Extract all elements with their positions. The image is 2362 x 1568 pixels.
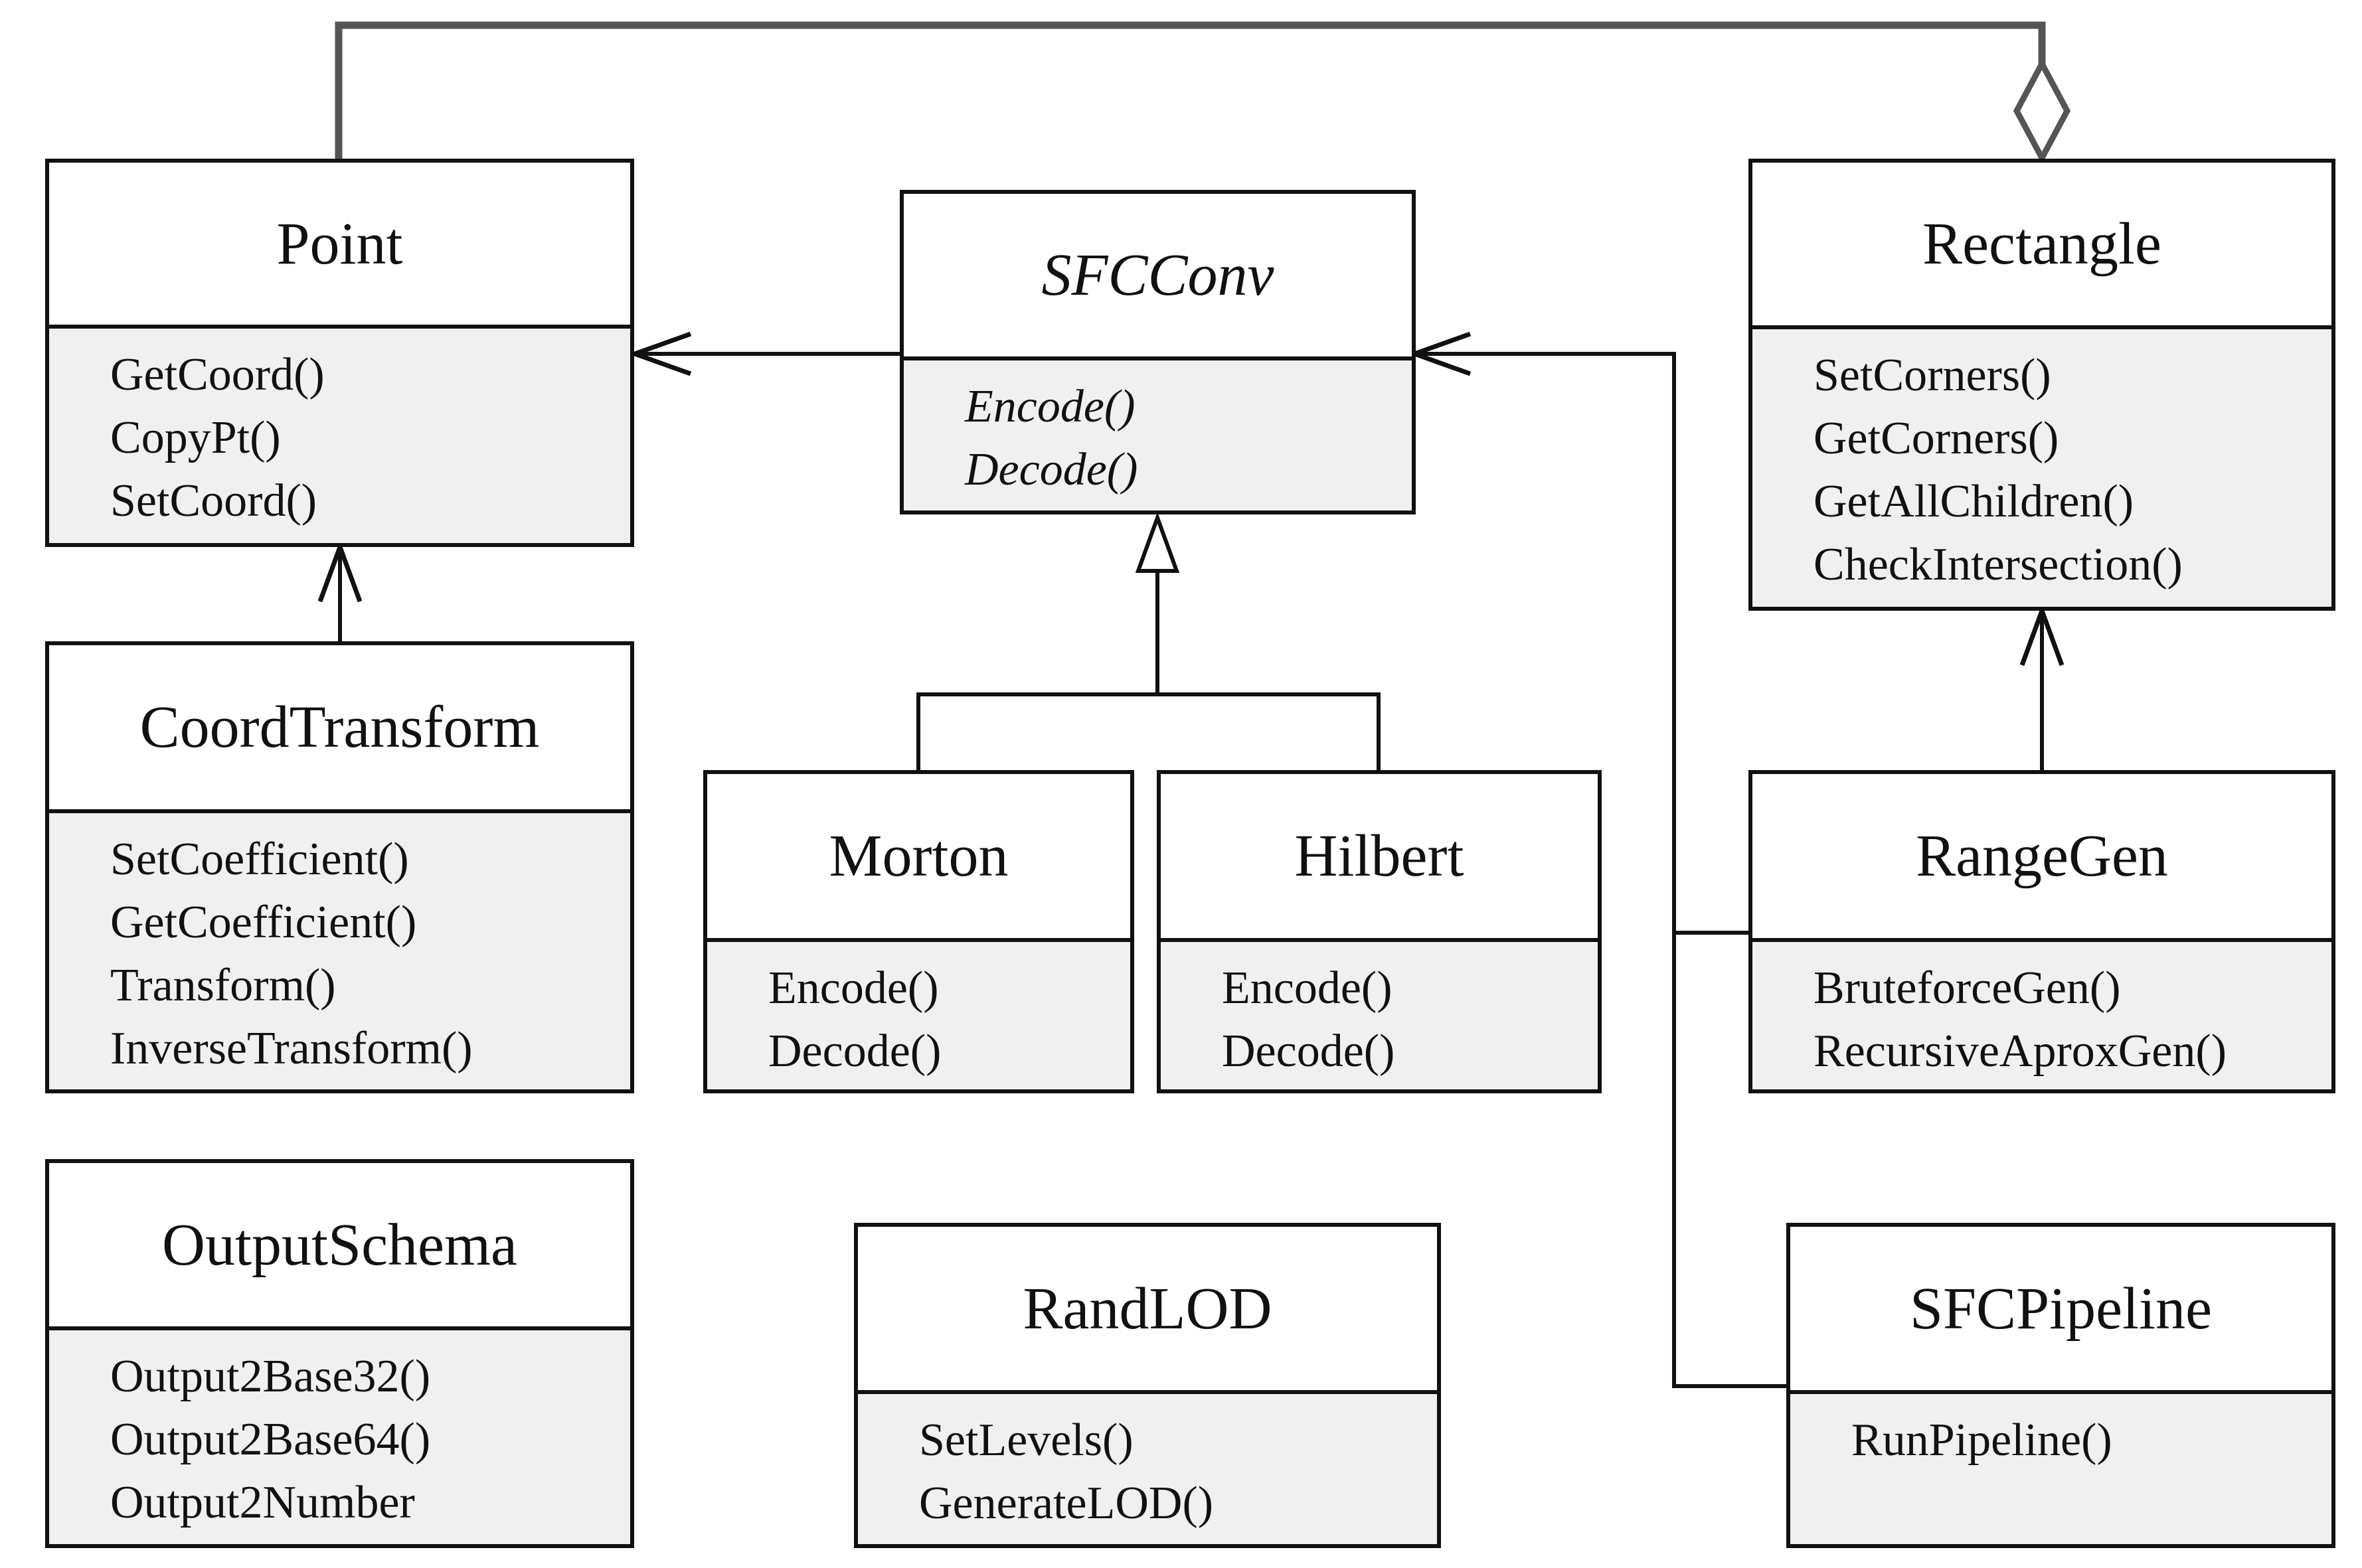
operations-outputschema: Output2Base32() Output2Base64() Output2N… (49, 1330, 630, 1544)
operation: CopyPt() (110, 412, 281, 463)
class-name-rectangle: Rectangle (1752, 163, 2331, 329)
arrowhead-point-from-sfcconv (628, 331, 692, 376)
operation: Decode() (1222, 1026, 1395, 1077)
operation: Output2Number (110, 1477, 415, 1528)
class-name-hilbert: Hilbert (1161, 774, 1598, 942)
class-name-point: Point (49, 163, 630, 329)
operation: GetCorners() (1814, 413, 2059, 464)
dependency-branch-sfcpipeline (1672, 933, 1788, 1388)
operation: SetLevels() (919, 1415, 1134, 1466)
operation: GetCoefficient() (110, 897, 417, 948)
class-rangegen: RangeGen BruteforceGen() RecursiveAproxG… (1748, 770, 2335, 1093)
operation: SetCoefficient() (110, 834, 409, 885)
operation: SetCoord() (110, 475, 317, 526)
class-coordtransform: CoordTransform SetCoefficient() GetCoeff… (45, 641, 634, 1093)
class-name-coordtransform: CoordTransform (49, 645, 630, 813)
arrowhead-point-from-coordtransform (317, 540, 363, 603)
operation: GetAllChildren() (1814, 476, 2134, 527)
operations-sfcconv: Encode() Decode() (904, 360, 1412, 510)
class-rectangle: Rectangle SetCorners() GetCorners() GetA… (1748, 159, 2335, 611)
class-name-randlod: RandLOD (858, 1227, 1437, 1394)
operation: RunPipeline() (1851, 1415, 2112, 1466)
operation: Output2Base64() (110, 1414, 431, 1465)
class-morton: Morton Encode() Decode() (703, 770, 1134, 1093)
class-hilbert: Hilbert Encode() Decode() (1157, 770, 1602, 1093)
operations-point: GetCoord() CopyPt() SetCoord() (49, 329, 630, 543)
operations-rangegen: BruteforceGen() RecursiveAproxGen() (1752, 942, 2331, 1089)
aggregation-diamond-rectangle (2013, 57, 2071, 165)
operations-sfcpipeline: RunPipeline() (1790, 1394, 2331, 1544)
operation: Encode() (965, 381, 1136, 432)
class-randlod: RandLOD SetLevels() GenerateLOD() (854, 1223, 1441, 1548)
generalization-triangle-sfcconv (1135, 512, 1180, 573)
operation: RecursiveAproxGen() (1814, 1026, 2227, 1077)
arrowhead-rectangle-from-rangegen (2019, 603, 2065, 666)
class-point: Point GetCoord() CopyPt() SetCoord() (45, 159, 634, 547)
operations-hilbert: Encode() Decode() (1161, 942, 1598, 1089)
class-sfcconv: SFCConv Encode() Decode() (900, 190, 1416, 514)
generalization-line-morton (916, 692, 1157, 770)
operation: CheckIntersection() (1814, 539, 2183, 590)
class-outputschema: OutputSchema Output2Base32() Output2Base… (45, 1159, 634, 1548)
class-name-outputschema: OutputSchema (49, 1163, 630, 1330)
class-name-sfcconv: SFCConv (904, 194, 1412, 360)
operations-rectangle: SetCorners() GetCorners() GetAllChildren… (1752, 329, 2331, 607)
operation: Encode() (768, 963, 939, 1014)
operation: Decode() (965, 444, 1138, 495)
operation: GenerateLOD() (919, 1478, 1214, 1529)
class-name-morton: Morton (707, 774, 1130, 942)
operations-morton: Encode() Decode() (707, 942, 1130, 1089)
operation: Decode() (768, 1026, 942, 1077)
class-name-sfcpipeline: SFCPipeline (1790, 1227, 2331, 1394)
operation: GetCoord() (110, 349, 325, 400)
operations-randlod: SetLevels() GenerateLOD() (858, 1394, 1437, 1544)
operation: InverseTransform() (110, 1023, 473, 1074)
operations-coordtransform: SetCoefficient() GetCoefficient() Transf… (49, 813, 630, 1089)
class-name-rangegen: RangeGen (1752, 774, 2331, 942)
class-sfcpipeline: SFCPipeline RunPipeline() (1786, 1223, 2335, 1548)
aggregation-line-point-rectangle (335, 21, 2046, 159)
operation: BruteforceGen() (1814, 963, 2121, 1014)
generalization-line-hilbert (1157, 692, 1381, 770)
operation: Encode() (1222, 963, 1392, 1014)
operation: SetCorners() (1814, 350, 2051, 401)
dependency-line-to-sfcconv (1414, 352, 1676, 933)
operation: Output2Base32() (110, 1351, 431, 1402)
operation: Transform() (110, 960, 336, 1011)
